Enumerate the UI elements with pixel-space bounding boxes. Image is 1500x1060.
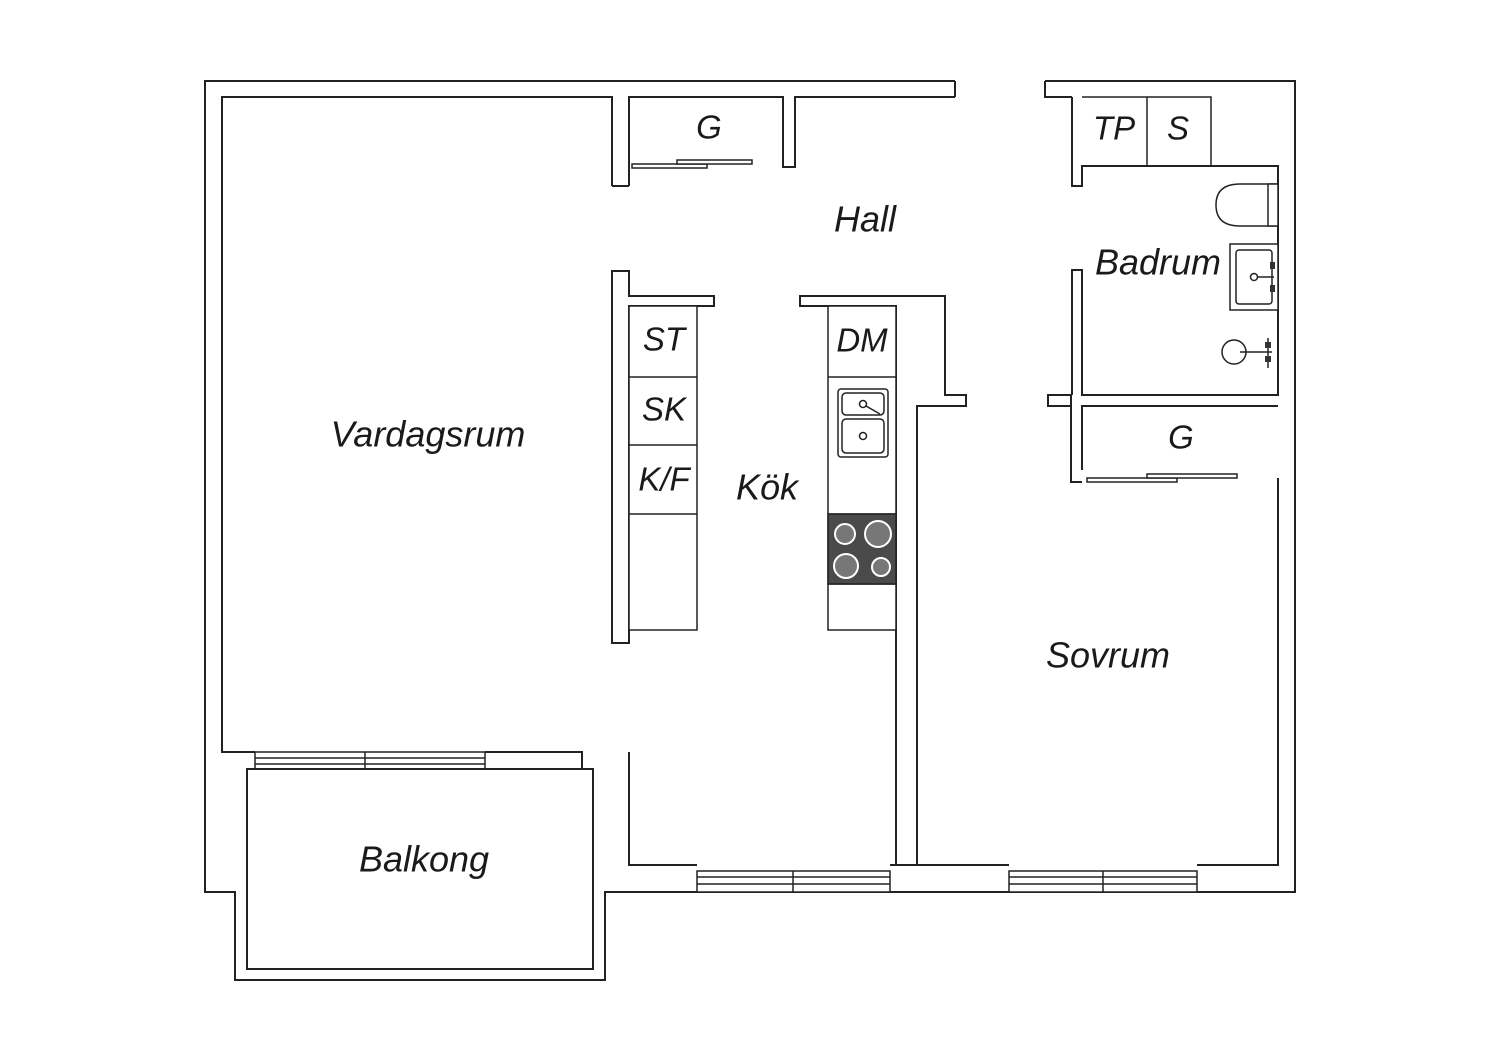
washbasin-icon (1229, 243, 1279, 311)
unit-label-kf: K/F (638, 461, 691, 498)
unit-label-st: ST (643, 321, 688, 358)
room-label-kitchen: Kök (736, 467, 800, 508)
closet-label-hall: G (696, 109, 722, 146)
unit-label-dm: DM (836, 322, 888, 359)
closet-bedroom-door (1086, 473, 1238, 483)
room-label-hall: Hall (834, 199, 897, 240)
stove-icon (827, 513, 897, 585)
label-storage-bath: S (1167, 110, 1189, 147)
label-toilet-paper: TP (1093, 110, 1135, 147)
outer-walls (204, 80, 1296, 981)
closet-hall-door (631, 159, 753, 169)
room-labels: Vardagsrum Hall Kök Badrum Sovrum Balkon… (331, 109, 1221, 880)
left-counter (628, 305, 698, 631)
unit-label-sk: SK (642, 391, 688, 428)
window-bedroom (1008, 870, 1198, 893)
room-label-living: Vardagsrum (331, 414, 526, 455)
kitchen-counters (628, 305, 897, 631)
living-room-walls (221, 96, 955, 769)
balcony-walls (246, 768, 594, 970)
bathroom-fixtures (1215, 183, 1279, 368)
room-label-balcony: Balkong (359, 839, 489, 880)
window-living (254, 751, 486, 770)
closet-label-bedroom: G (1168, 419, 1194, 456)
toilet-icon (1215, 183, 1279, 227)
closet-doors (631, 159, 1238, 483)
window-kitchen (696, 870, 891, 893)
sink-icon (837, 388, 889, 458)
room-label-bedroom: Sovrum (1046, 635, 1170, 676)
room-label-bathroom: Badrum (1095, 242, 1221, 283)
windows (254, 751, 1198, 893)
bedroom-walls (917, 394, 1279, 866)
shower-icon (1221, 338, 1272, 368)
